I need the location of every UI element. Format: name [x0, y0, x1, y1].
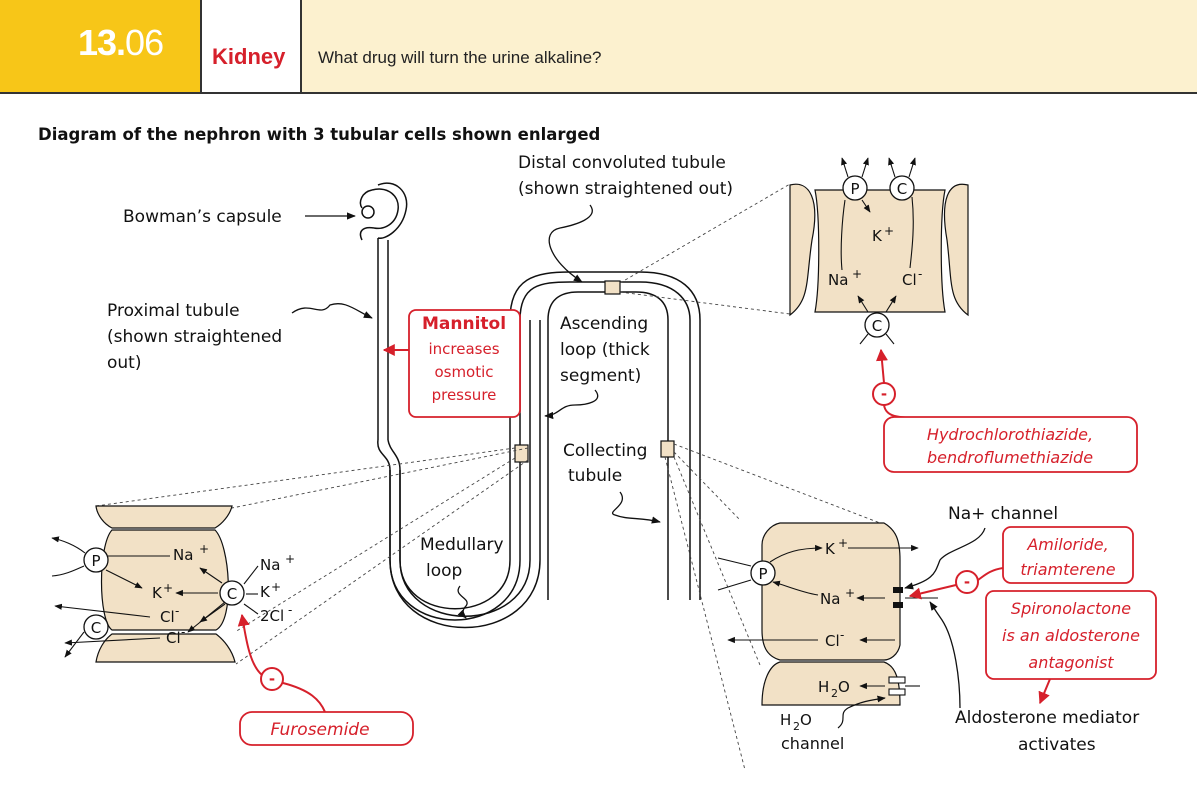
- svg-text:channel: channel: [781, 734, 844, 753]
- diagram-title: Diagram of the nephron with 3 tubular ce…: [38, 125, 601, 144]
- chapter-number-block: 13.06: [0, 0, 200, 93]
- amiloride-line1: Amiloride,: [1026, 535, 1108, 554]
- question-text: What drug will turn the urine alkaline?: [318, 48, 602, 67]
- chapter-number: 13.06: [78, 22, 164, 63]
- label-distal-1: Distal convoluted tubule: [518, 153, 726, 173]
- svg-text:+: +: [199, 542, 209, 556]
- mannitol-line2: osmotic: [434, 363, 493, 381]
- svg-text:+: +: [852, 267, 862, 281]
- amiloride-line2: triamterene: [1020, 560, 1115, 579]
- label-ascending-3: segment): [560, 366, 641, 386]
- svg-text:C: C: [91, 619, 101, 637]
- svg-text:2: 2: [793, 720, 800, 733]
- label-collecting-1: Collecting: [563, 441, 647, 461]
- distal-cell: P C K + Na + Cl - C: [789, 157, 969, 345]
- svg-text:C: C: [227, 585, 237, 603]
- svg-text:-: -: [175, 604, 179, 618]
- svg-text:Cl: Cl: [825, 632, 840, 650]
- sample-box-ascending: [514, 444, 529, 463]
- svg-text:K: K: [260, 583, 271, 601]
- spiro-line2: is an aldosterone: [1002, 626, 1140, 645]
- svg-text:Cl: Cl: [166, 629, 181, 647]
- svg-text:+: +: [884, 224, 894, 238]
- svg-text:C: C: [897, 180, 907, 198]
- header: 13.06 Kidney What drug will turn the uri…: [0, 0, 1197, 94]
- spironolactone-box: [985, 590, 1157, 680]
- svg-text:K: K: [825, 540, 836, 558]
- svg-text:Cl: Cl: [902, 271, 917, 289]
- svg-text:-: -: [181, 625, 185, 639]
- label-proximal-2: (shown straightened: [107, 327, 282, 347]
- spiro-line1: Spironolactone: [1011, 599, 1131, 618]
- svg-text:H: H: [818, 678, 829, 696]
- svg-text:O: O: [838, 678, 850, 696]
- svg-text:Na: Na: [173, 546, 193, 564]
- svg-text:H: H: [780, 711, 791, 729]
- label-aldosterone-1: Aldosterone mediator: [955, 708, 1139, 728]
- label-distal-2: (shown straightened out): [518, 179, 733, 199]
- mannitol-box: [408, 309, 521, 418]
- svg-text:2: 2: [831, 687, 838, 700]
- thiazide-box: [883, 416, 1138, 473]
- svg-text:Na: Na: [820, 590, 840, 608]
- inhibit-badge-amiloride: [955, 570, 979, 594]
- svg-text:-: -: [269, 670, 275, 688]
- inhibit-badge-furosemide: [260, 667, 284, 691]
- svg-text:P: P: [91, 552, 100, 570]
- svg-text:+: +: [838, 536, 848, 550]
- label-proximal-1: Proximal tubule: [107, 301, 240, 321]
- label-na-channel: Na+ channel: [948, 504, 1058, 524]
- svg-text:+: +: [845, 586, 855, 600]
- svg-text:K: K: [872, 227, 883, 245]
- svg-text:+: +: [271, 580, 281, 594]
- pump-p-top: [842, 175, 868, 201]
- svg-text:2Cl: 2Cl: [260, 607, 284, 625]
- thiazide-line1: Hydrochlorothiazide,: [927, 425, 1093, 444]
- bowmans-capsule: [377, 182, 408, 239]
- label-bowman: Bowman’s capsule: [123, 207, 282, 227]
- sample-box-distal: [604, 280, 621, 295]
- mannitol-line1: increases: [428, 340, 499, 358]
- mannitol-title: Mannitol: [422, 314, 506, 334]
- svg-text:-: -: [840, 628, 844, 642]
- ascending-cell: P C C Na + K + Cl - Cl - Na + K + 2Cl -: [51, 505, 295, 663]
- svg-text:C: C: [872, 317, 882, 335]
- svg-text:O: O: [800, 711, 812, 729]
- svg-text:Na: Na: [260, 556, 280, 574]
- spiro-line3: antagonist: [1028, 653, 1114, 672]
- label-ascending-2: loop (thick: [560, 340, 650, 360]
- label-medullary-1: Medullary: [420, 535, 504, 555]
- label-proximal-3: out): [107, 353, 141, 373]
- svg-text:Na: Na: [828, 271, 848, 289]
- svg-text:-: -: [881, 385, 887, 403]
- cotransporter-c-top: [889, 175, 915, 201]
- cotransporter-c-bottom: [864, 312, 890, 338]
- collecting-cell: P K + Na + Cl - H 2 O H 2 O channel: [717, 522, 938, 753]
- svg-text:Cl: Cl: [160, 608, 175, 626]
- svg-text:+: +: [163, 581, 173, 595]
- section-title: Kidney: [212, 44, 286, 69]
- svg-text:K: K: [152, 584, 163, 602]
- section-block: Kidney: [200, 0, 302, 93]
- mannitol-line3: pressure: [432, 386, 497, 404]
- svg-text:-: -: [288, 603, 292, 617]
- furosemide-label: Furosemide: [270, 720, 369, 740]
- furosemide-box: [239, 711, 414, 746]
- label-ascending-1: Ascending: [560, 314, 648, 334]
- svg-text:P: P: [758, 565, 767, 583]
- enlargement-guides: [95, 183, 881, 771]
- question-block: What drug will turn the urine alkaline?: [300, 0, 1197, 93]
- svg-text:P: P: [850, 180, 859, 198]
- header-divider: [0, 92, 1197, 94]
- amiloride-box: [1002, 526, 1134, 584]
- svg-text:-: -: [964, 573, 970, 591]
- label-collecting-2: tubule: [568, 466, 622, 486]
- sample-box-collecting: [660, 440, 675, 458]
- label-medullary-2: loop: [426, 561, 462, 581]
- svg-text:-: -: [918, 267, 922, 281]
- svg-text:+: +: [285, 552, 295, 566]
- label-aldosterone-2: activates: [1018, 735, 1096, 755]
- thiazide-line2: bendroflumethiazide: [927, 448, 1093, 467]
